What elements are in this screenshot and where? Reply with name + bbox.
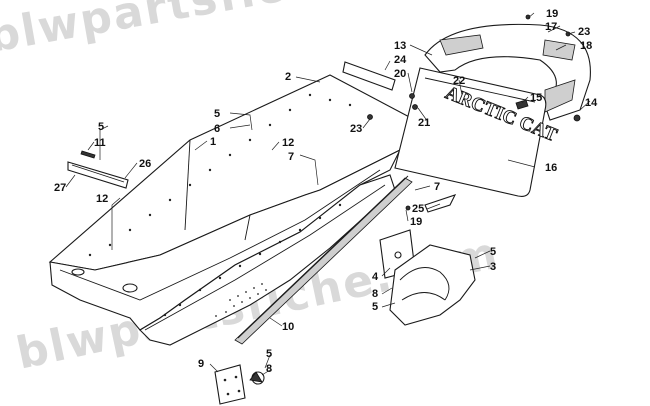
callout-2: 2 [285,71,291,83]
callout-7-b: 7 [434,181,440,193]
callout-14: 14 [585,97,598,109]
callout-17: 17 [545,21,557,33]
callout-8-a: 8 [372,288,378,300]
callout-8-b: 8 [266,363,272,375]
callout-5-c: 5 [490,246,496,258]
rear-bumper-18 [424,23,591,121]
fastener-11 [80,150,96,159]
callout-16: 16 [545,162,557,174]
callout-5-b: 5 [214,108,220,120]
flap-16: ARCTIC CAT [394,67,561,197]
bracket-27 [67,161,129,189]
callout-25: 25 [412,203,424,215]
callout-23-a: 23 [578,26,590,38]
snow-flap-3 [389,244,476,326]
callout-20: 20 [394,68,406,80]
callout-13: 13 [394,40,406,52]
callout-24: 24 [394,54,407,66]
callout-5-a: 5 [98,121,104,133]
callout-10: 10 [282,321,294,333]
callout-1: 1 [210,136,216,148]
callout-18: 18 [580,40,592,52]
callout-12-b: 12 [282,137,294,149]
callout-19-a: 19 [546,8,558,20]
callout-labels: 1 2 3 4 5 5 5 5 5 6 7 7 8 8 9 10 11 12 1… [54,8,598,375]
clip-8 [249,371,265,385]
callout-21: 21 [418,117,430,129]
perforated-area [215,283,267,317]
fasteners [367,14,581,211]
callout-11: 11 [94,137,106,149]
callout-7-a: 7 [288,151,294,163]
callout-6: 6 [214,123,220,135]
callout-4: 4 [372,271,379,283]
callout-15: 15 [530,92,542,104]
callout-5-d: 5 [372,301,378,313]
plate-24 [342,61,396,91]
callout-9: 9 [198,358,204,370]
callout-19-b: 19 [410,216,422,228]
slide-rail-10 [234,175,413,345]
callout-3: 3 [490,261,496,273]
callout-12-a: 12 [96,193,108,205]
tunnel-assembly [48,74,416,346]
callout-27: 27 [54,182,66,194]
callout-22: 22 [453,75,465,87]
plate-9 [214,364,246,405]
callout-26: 26 [139,158,151,170]
leader-lines [65,12,591,376]
rivet-holes [88,93,352,317]
callout-23-b: 23 [350,123,362,135]
callout-5-e: 5 [266,348,272,360]
bracket-7 [424,194,457,213]
